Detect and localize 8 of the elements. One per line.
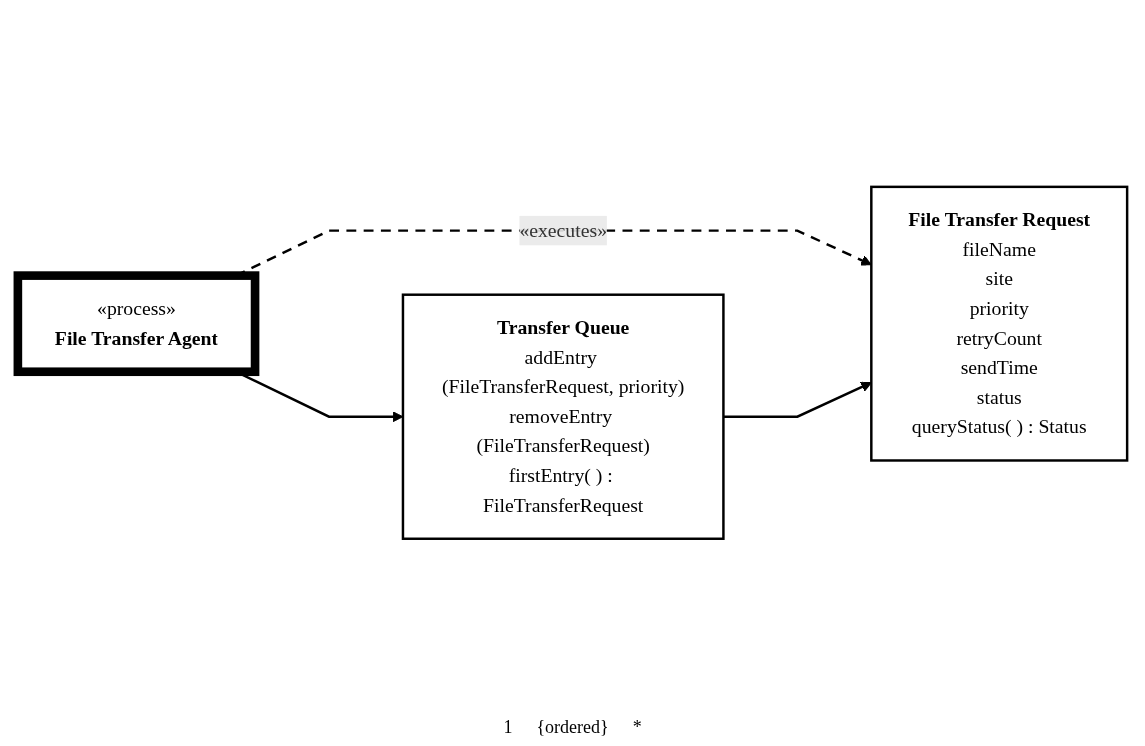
multiplicity-label: 1 (503, 717, 513, 738)
node-box: «process» File Transfer Agent (13, 270, 260, 376)
node-box: Transfer Queue addEntry (FileTransferRequest, priority) removeEntry (FileTransferRequest) firstEntry( ) : FileTransferRequest (401, 293, 725, 540)
node-box: File Transfer Request fileName site priority retryCount sendTime status queryStatus( ) : Status (870, 185, 1129, 462)
multiplicity-label: {ordered} (536, 717, 609, 738)
multiplicity-label: * (632, 717, 642, 738)
arrow (723, 381, 872, 418)
edge-label: «executes» (519, 219, 607, 241)
